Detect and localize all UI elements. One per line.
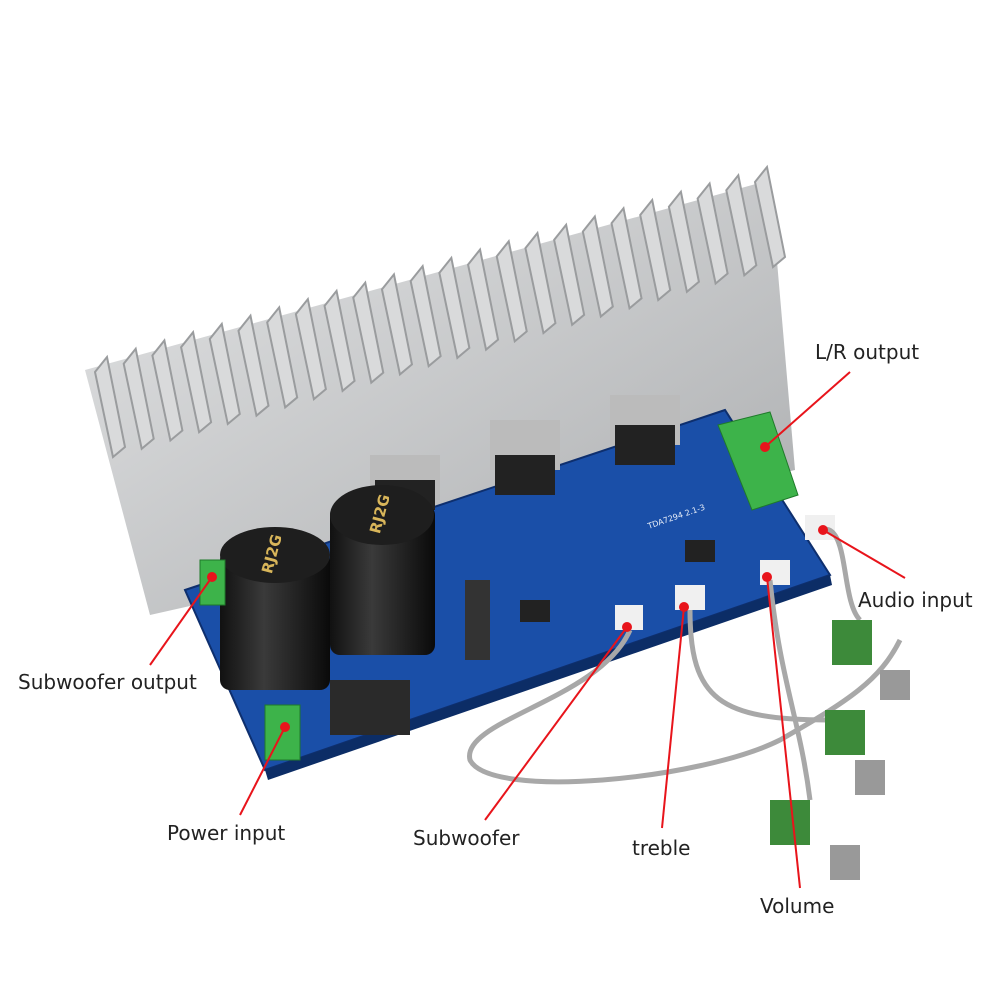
heatsink-fin: [237, 313, 270, 418]
heatsink-fin: [753, 164, 787, 269]
label-subwoofer-output: Subwoofer output: [18, 670, 197, 694]
heatsink-fin: [294, 296, 327, 402]
heatsink-fin: [610, 206, 643, 311]
heatsink-fin: [266, 305, 299, 410]
heatsink-fin: [581, 214, 614, 319]
heatsink-fin: [208, 321, 241, 426]
heatsink-fin: [323, 288, 356, 393]
heatsink-fin: [725, 172, 758, 278]
heatsink-fin: [553, 222, 586, 327]
potentiometers: [770, 620, 910, 880]
label-treble: treble: [632, 836, 691, 860]
heatsink-fin: [180, 329, 213, 435]
cables: [467, 526, 903, 801]
heatsink-fin: [466, 247, 500, 352]
label-power-input: Power input: [167, 821, 286, 845]
heatsink-fin: [122, 346, 155, 451]
label-lr-output: L/R output: [815, 340, 920, 364]
label-audio-input: Audio input: [858, 588, 973, 612]
heatsink-fin: [380, 272, 414, 377]
heatsink-fin: [495, 239, 528, 344]
small-components: [465, 515, 835, 660]
heatsink-fin: [409, 263, 442, 368]
heatsink-fin: [639, 197, 672, 302]
heatsink-fin: [151, 338, 184, 443]
filter-capacitors: [220, 485, 435, 735]
heatsink-fin: [93, 354, 127, 459]
heatsink-fin: [438, 255, 471, 360]
label-subwoofer: Subwoofer: [413, 826, 520, 850]
power-ics: [370, 395, 680, 510]
label-volume: Volume: [760, 894, 835, 918]
pointer-lines: [149, 371, 906, 889]
heatsink-fin: [667, 189, 701, 294]
heatsink-fin: [352, 280, 385, 385]
heatsink-fin: [696, 181, 729, 286]
heatsink-fin: [524, 230, 557, 335]
